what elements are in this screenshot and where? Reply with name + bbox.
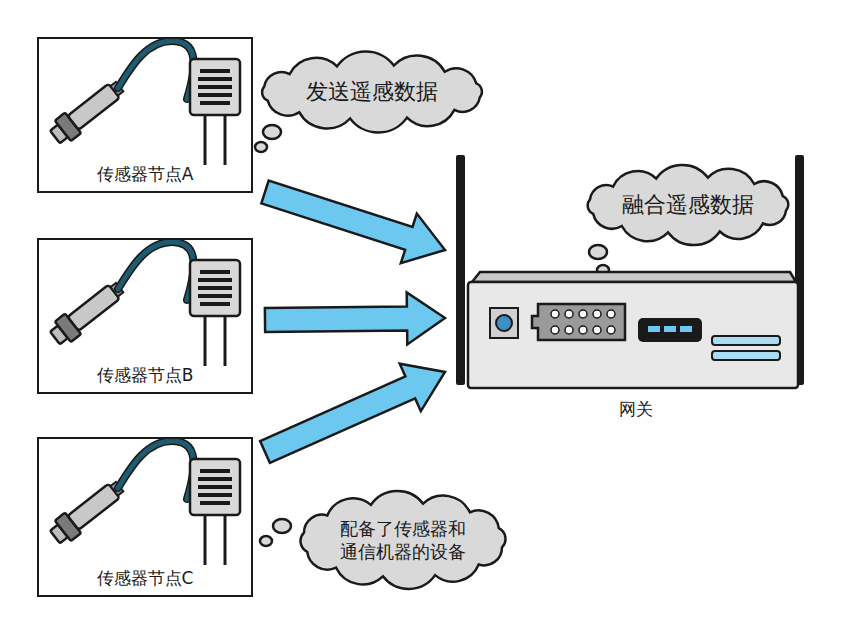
node-label: 传感器节点A [39, 164, 251, 185]
sensor-node-box: 传感器节点A [37, 37, 253, 193]
sensor-node-box: 传感器节点C [37, 437, 253, 597]
cloud-outline [301, 491, 506, 589]
gateway-node: 网关 [465, 270, 807, 420]
gateway-device [456, 155, 804, 388]
thought-text: 发送遥感数据 [272, 78, 472, 106]
thought-text: 配备了传感器和 通信机器的设备 [335, 518, 471, 563]
thought-cloud: 配备了传感器和 通信机器的设备 [292, 494, 514, 586]
sensor-illustration [47, 441, 240, 565]
sensor-illustration [47, 242, 240, 366]
sensor-node-box: 传感器节点B [37, 238, 253, 394]
node-label: 网关 [465, 399, 807, 420]
cloud-outline [588, 165, 789, 245]
node-label: 传感器节点B [39, 365, 251, 386]
cloud-outline [262, 51, 482, 132]
data-arrow [265, 292, 445, 344]
thought-cloud: 发送遥感数据 [252, 56, 492, 128]
data-arrow [261, 181, 445, 264]
thought-cloud: 融合遥感数据 [578, 168, 798, 242]
sensor-illustration [47, 41, 240, 165]
thought-text: 融合遥感数据 [598, 191, 778, 219]
node-label: 传感器节点C [39, 568, 251, 589]
data-arrow [260, 364, 445, 463]
